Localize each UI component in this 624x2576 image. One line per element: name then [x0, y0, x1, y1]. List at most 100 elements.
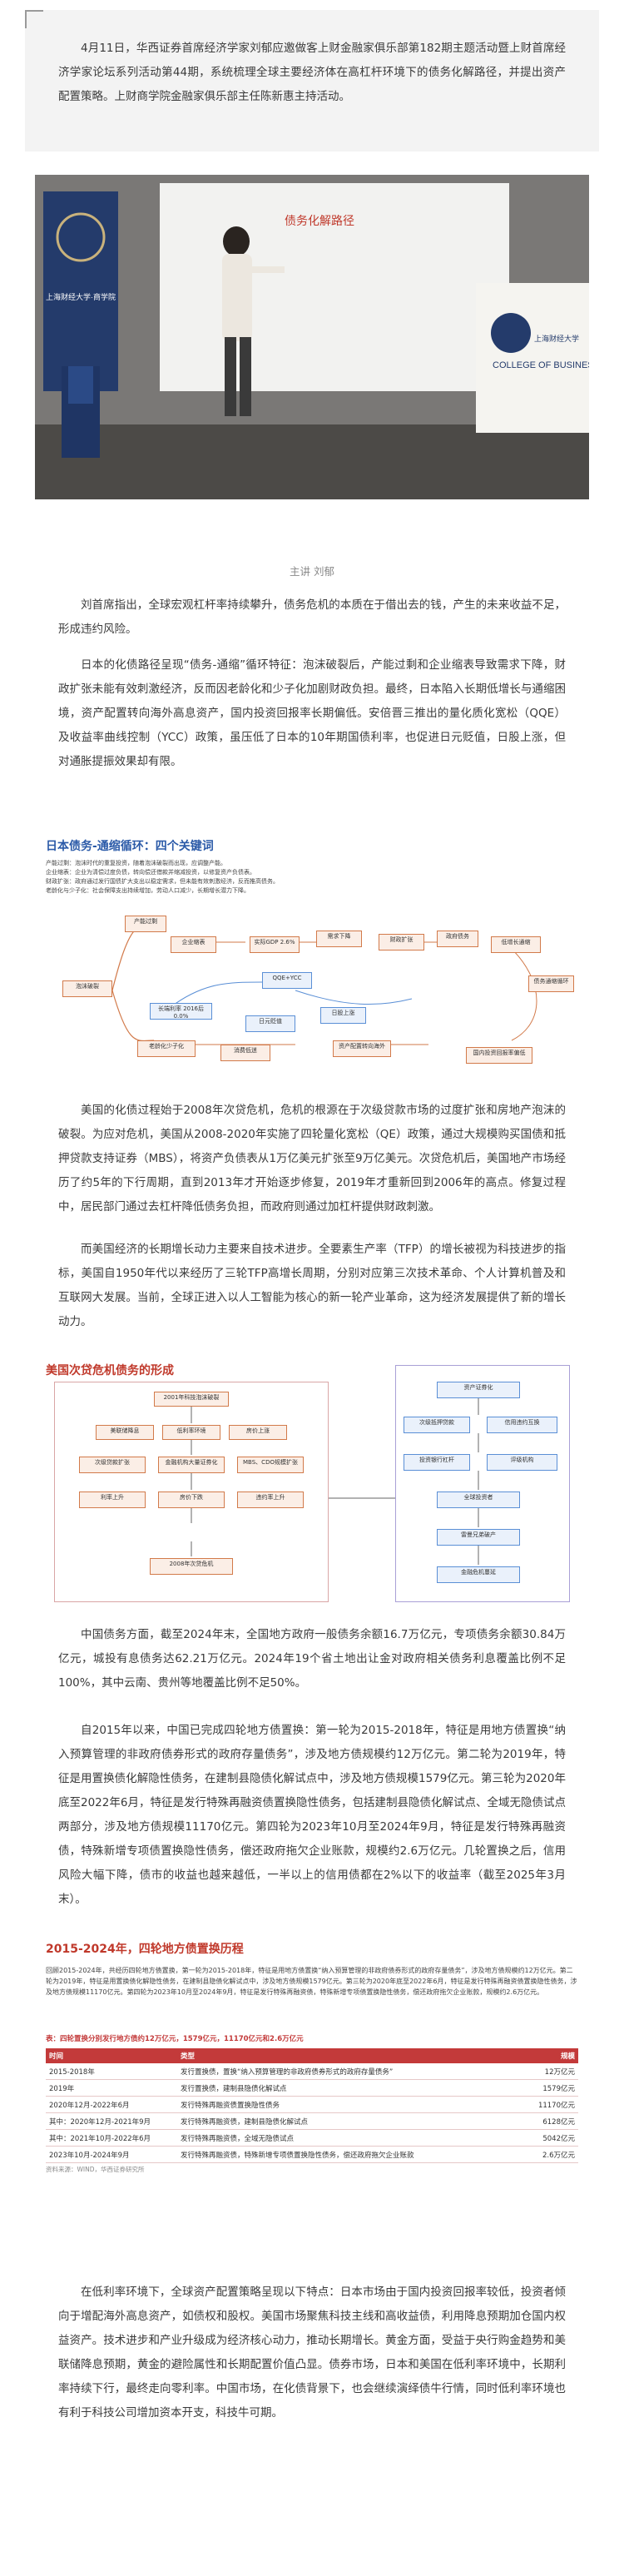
node-b2: 次级抵押贷款 — [404, 1417, 470, 1433]
table-cell: 12万亿元 — [497, 2063, 578, 2080]
figure-japan-cycle: 日本债务-通缩循环：四个关键词 产能过剩：泡沫时代的重复投资，随着泡沫破裂而出现… — [46, 832, 578, 1074]
table-row: 2019年 发行置换债，建制县隐债化解试点 1579亿元 — [46, 2079, 578, 2097]
node-b8: 金融危机蔓延 — [437, 1566, 520, 1583]
node-a9: 房价下跌 — [158, 1491, 225, 1508]
node-b6: 全球投资者 — [437, 1491, 520, 1508]
node-outbound: 资产配置转向海外 — [333, 1040, 391, 1057]
intro-paragraph: 4月11日，华西证券首席经济学家刘郁应邀做客上财金融家俱乐部第182期主题活动暨… — [58, 42, 566, 103]
debt-swap-table: 时间 类型 规模 2015-2018年 发行置换债，置换“纳入预算管理的非政府债… — [46, 2048, 578, 2163]
node-fiscal: 财政扩张 — [379, 934, 424, 950]
table-cell: 6128亿元 — [497, 2112, 578, 2130]
table-cell: 2020年12月-2022年6月 — [46, 2096, 177, 2113]
figure-debt-swap: 2015-2024年，四轮地方债置换历程 回顾2015-2024年，共经历四轮地… — [46, 1935, 578, 2243]
paragraph-2: 日本的化债路径呈现“债务-通缩”循环特征：泡沫破裂后，产能过剩和企业缩表导致需求… — [58, 658, 566, 768]
figure-2-arrows — [191, 1398, 479, 1565]
table-cell: 发行特殊再融资债，全域无隐债试点 — [177, 2129, 497, 2147]
figure-3-bullets: 回顾2015-2024年，共经历四轮地方债置换，第一轮为2015-2018年，特… — [46, 1967, 577, 1996]
column-header: 时间 — [46, 2048, 177, 2063]
node-gdp: 实际GDP 2.6% — [250, 936, 300, 953]
table-row: 2020年12月-2022年6月 发行特殊再融资债置换隐性债务 11170亿元 — [46, 2096, 578, 2113]
node-a1: 2001年科技泡沫破裂 — [154, 1392, 229, 1407]
table-cell: 发行置换债，置换“纳入预算管理的非政府债券形式的政府存量债务” — [177, 2063, 497, 2080]
node-consume: 消费低迷 — [220, 1045, 270, 1061]
event-photo-illustration: 债务化解路径 上海财经大学·商学院 上海财经大学 COLLEGE OF BUSI… — [35, 175, 589, 499]
table-cell: 发行特殊再融资债，特殊新增专项债置换隐性债务，偿还政府拖欠企业账款 — [177, 2146, 497, 2163]
table-row: 2015-2018年 发行置换债，置换“纳入预算管理的非政府债券形式的政府存量债… — [46, 2063, 578, 2080]
figure-2-right-panel — [395, 1365, 570, 1602]
photo-caption: 主讲 刘郁 — [290, 565, 334, 578]
node-lowgrowth: 低增长通缩 — [491, 936, 541, 953]
table-cell: 5042亿元 — [497, 2129, 578, 2147]
node-a7: MBS、CDO规模扩张 — [237, 1457, 304, 1473]
node-demand: 需求下降 — [316, 931, 362, 947]
node-a10: 违约率上升 — [237, 1491, 304, 1508]
intro-box — [25, 10, 599, 151]
node-a4: 房价上涨 — [229, 1425, 287, 1440]
node-ltrate: 长端利率 2016后0.0% — [150, 1003, 212, 1020]
table-cell: 其中：2021年10月-2022年6月 — [46, 2129, 177, 2147]
paragraph-6: 自2015年以来，中国已完成四轮地方债置换：第一轮为2015-2018年，特征是… — [58, 1724, 566, 1906]
node-cycle: 债务通缩循环 — [528, 975, 574, 992]
paragraph-1: 刘首席指出，全球宏观杠杆率持续攀升，债务危机的本质在于借出去的钱，产生的未来收益… — [58, 598, 566, 636]
table-row: 其中：2020年12月-2021年9月 发行特殊再融资债，建制县隐债化解试点 6… — [46, 2112, 578, 2130]
node-b1: 资产证券化 — [437, 1382, 520, 1398]
table-cell: 2015-2018年 — [46, 2063, 177, 2080]
node-stock: 日股上涨 — [320, 1007, 366, 1024]
table-cell: 发行特殊再融资债，建制县隐债化解试点 — [177, 2112, 497, 2130]
paragraph-7: 在低利率环境下，全球资产配置策略呈现以下特点：日本市场由于国内投资回报率较低，投… — [58, 2286, 566, 2420]
node-return: 国内投资回报率偏低 — [466, 1047, 532, 1064]
figure-3-source: 资料来源：WIND，华西证券研究所 — [46, 2166, 145, 2173]
table-header-row: 时间 类型 规模 — [46, 2048, 578, 2063]
bullet: 产能过剩：泡沫时代的重复投资，随着泡沫破裂而出现，应调整产能。 — [46, 860, 226, 866]
figure-3-highlight: 表：四轮置换分别发行地方债约12万亿元，1579亿元，11170亿元和2.6万亿… — [46, 2035, 304, 2043]
figure-3-title: 2015-2024年，四轮地方债置换历程 — [46, 1943, 244, 1956]
node-debt: 政府债务 — [437, 931, 478, 947]
node-a6: 金融机构大量证券化 — [158, 1457, 225, 1473]
quote-corner-icon — [25, 10, 43, 28]
figure-us-subprime: 美国次贷危机债务的形成 2001年科技泡沫破裂 美联储降息 低利率环境 房价上涨… — [46, 1357, 578, 1606]
table-cell: 发行特殊再融资债置换隐性债务 — [177, 2096, 497, 2113]
node-b3: 信用违约互换 — [487, 1417, 557, 1433]
paragraph-5: 中国债务方面，截至2024年末，全国地方政府一般债务余额16.7万亿元，专项债务… — [58, 1628, 566, 1690]
node-shrink: 企业缩表 — [171, 936, 216, 953]
column-header: 类型 — [177, 2048, 497, 2063]
node-a2: 美联储降息 — [96, 1425, 154, 1440]
logo-right-text: 上海财经大学 — [534, 334, 579, 343]
bullet: 老龄化与少子化：社会保障支出持续增加，劳动人口减少，长期增长潜力下降。 — [46, 887, 250, 894]
node-b5: 评级机构 — [487, 1454, 557, 1471]
node-b7: 雷曼兄弟破产 — [437, 1529, 520, 1546]
figure-2-title: 美国次贷危机债务的形成 — [46, 1364, 174, 1377]
table-cell: 1579亿元 — [497, 2079, 578, 2097]
figure-1-bullets: 产能过剩：泡沫时代的重复投资，随着泡沫破裂而出现，应调整产能。 企业缩表：企业为… — [46, 859, 578, 896]
screen-text: 债务化解路径 — [285, 214, 354, 227]
node-a3: 低利率环境 — [162, 1425, 220, 1440]
node-a11: 2008年次贷危机 — [150, 1558, 233, 1575]
table-cell: 其中：2020年12月-2021年9月 — [46, 2112, 177, 2130]
table-cell: 2023年10月-2024年9月 — [46, 2146, 177, 2163]
table-row: 2023年10月-2024年9月 发行特殊再融资债，特殊新增专项债置换隐性债务，… — [46, 2146, 578, 2163]
table-cell: 2019年 — [46, 2079, 177, 2097]
node-capacity: 产能过剩 — [125, 916, 166, 932]
event-photo: 债务化解路径 上海财经大学·商学院 上海财经大学 COLLEGE OF BUSI… — [35, 175, 589, 499]
bullet: 企业缩表：企业为清偿过度负债，转向偿还借款并缩减投资，以修复资产负债表。 — [46, 869, 255, 876]
node-aging: 老龄化少子化 — [137, 1040, 196, 1057]
figure-1-title: 日本债务-通缩循环：四个关键词 — [46, 840, 214, 853]
table-cell: 发行置换债，建制县隐债化解试点 — [177, 2079, 497, 2097]
node-a5: 次级贷款扩张 — [79, 1457, 146, 1473]
paragraph-4: 而美国经济的长期增长动力主要来自技术进步。全要素生产率（TFP）的增长被视为科技… — [58, 1243, 566, 1328]
table-cell: 2.6万亿元 — [497, 2146, 578, 2163]
figure-2-left-panel — [54, 1382, 329, 1602]
node-yen: 日元贬值 — [245, 1015, 295, 1032]
table-cell: 11170亿元 — [497, 2096, 578, 2113]
node-qqe: QQE+YCC — [262, 972, 312, 989]
paragraph-3: 美国的化债过程始于2008年次贷危机，危机的根源在于次级贷款市场的过度扩张和房地… — [58, 1104, 566, 1214]
node-bubble: 泡沫破裂 — [62, 980, 112, 997]
table-row: 其中：2021年10月-2022年6月 发行特殊再融资债，全域无隐债试点 504… — [46, 2129, 578, 2147]
node-a8: 利率上升 — [79, 1491, 146, 1508]
bullet: 财政扩张：政府通过发行国债扩大支出以稳定需求，但未能有效刺激经济，反而推高债务。 — [46, 878, 279, 885]
node-b4: 投资银行杠杆 — [404, 1454, 470, 1471]
logo-right-sub: COLLEGE OF BUSINESS — [493, 360, 589, 370]
logo-left-text: 上海财经大学·商学院 — [46, 292, 116, 301]
column-header: 规模 — [497, 2048, 578, 2063]
